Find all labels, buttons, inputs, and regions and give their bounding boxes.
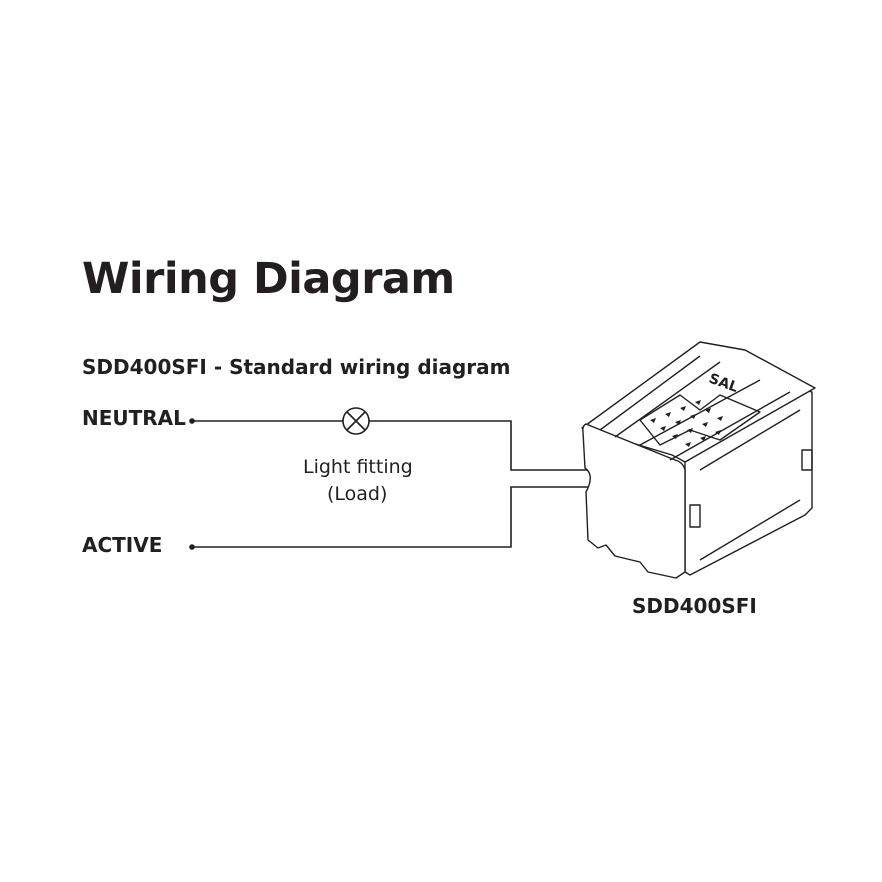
load-label: Light fitting [303,456,413,478]
neutral-wire [192,420,590,471]
active-terminal-dot [189,544,195,550]
active-wire [192,486,590,548]
device-model-label: SDD400SFI [632,594,757,618]
neutral-terminal-dot [189,418,195,424]
lamp-icon [342,407,370,435]
page-title: Wiring Diagram [82,254,455,304]
active-label: ACTIVE [82,533,163,557]
dimmer-device-icon [581,341,816,579]
neutral-label: NEUTRAL [82,406,186,430]
load-sublabel: (Load) [327,483,388,505]
diagram-subtitle: SDD400SFI - Standard wiring diagram [82,355,511,379]
